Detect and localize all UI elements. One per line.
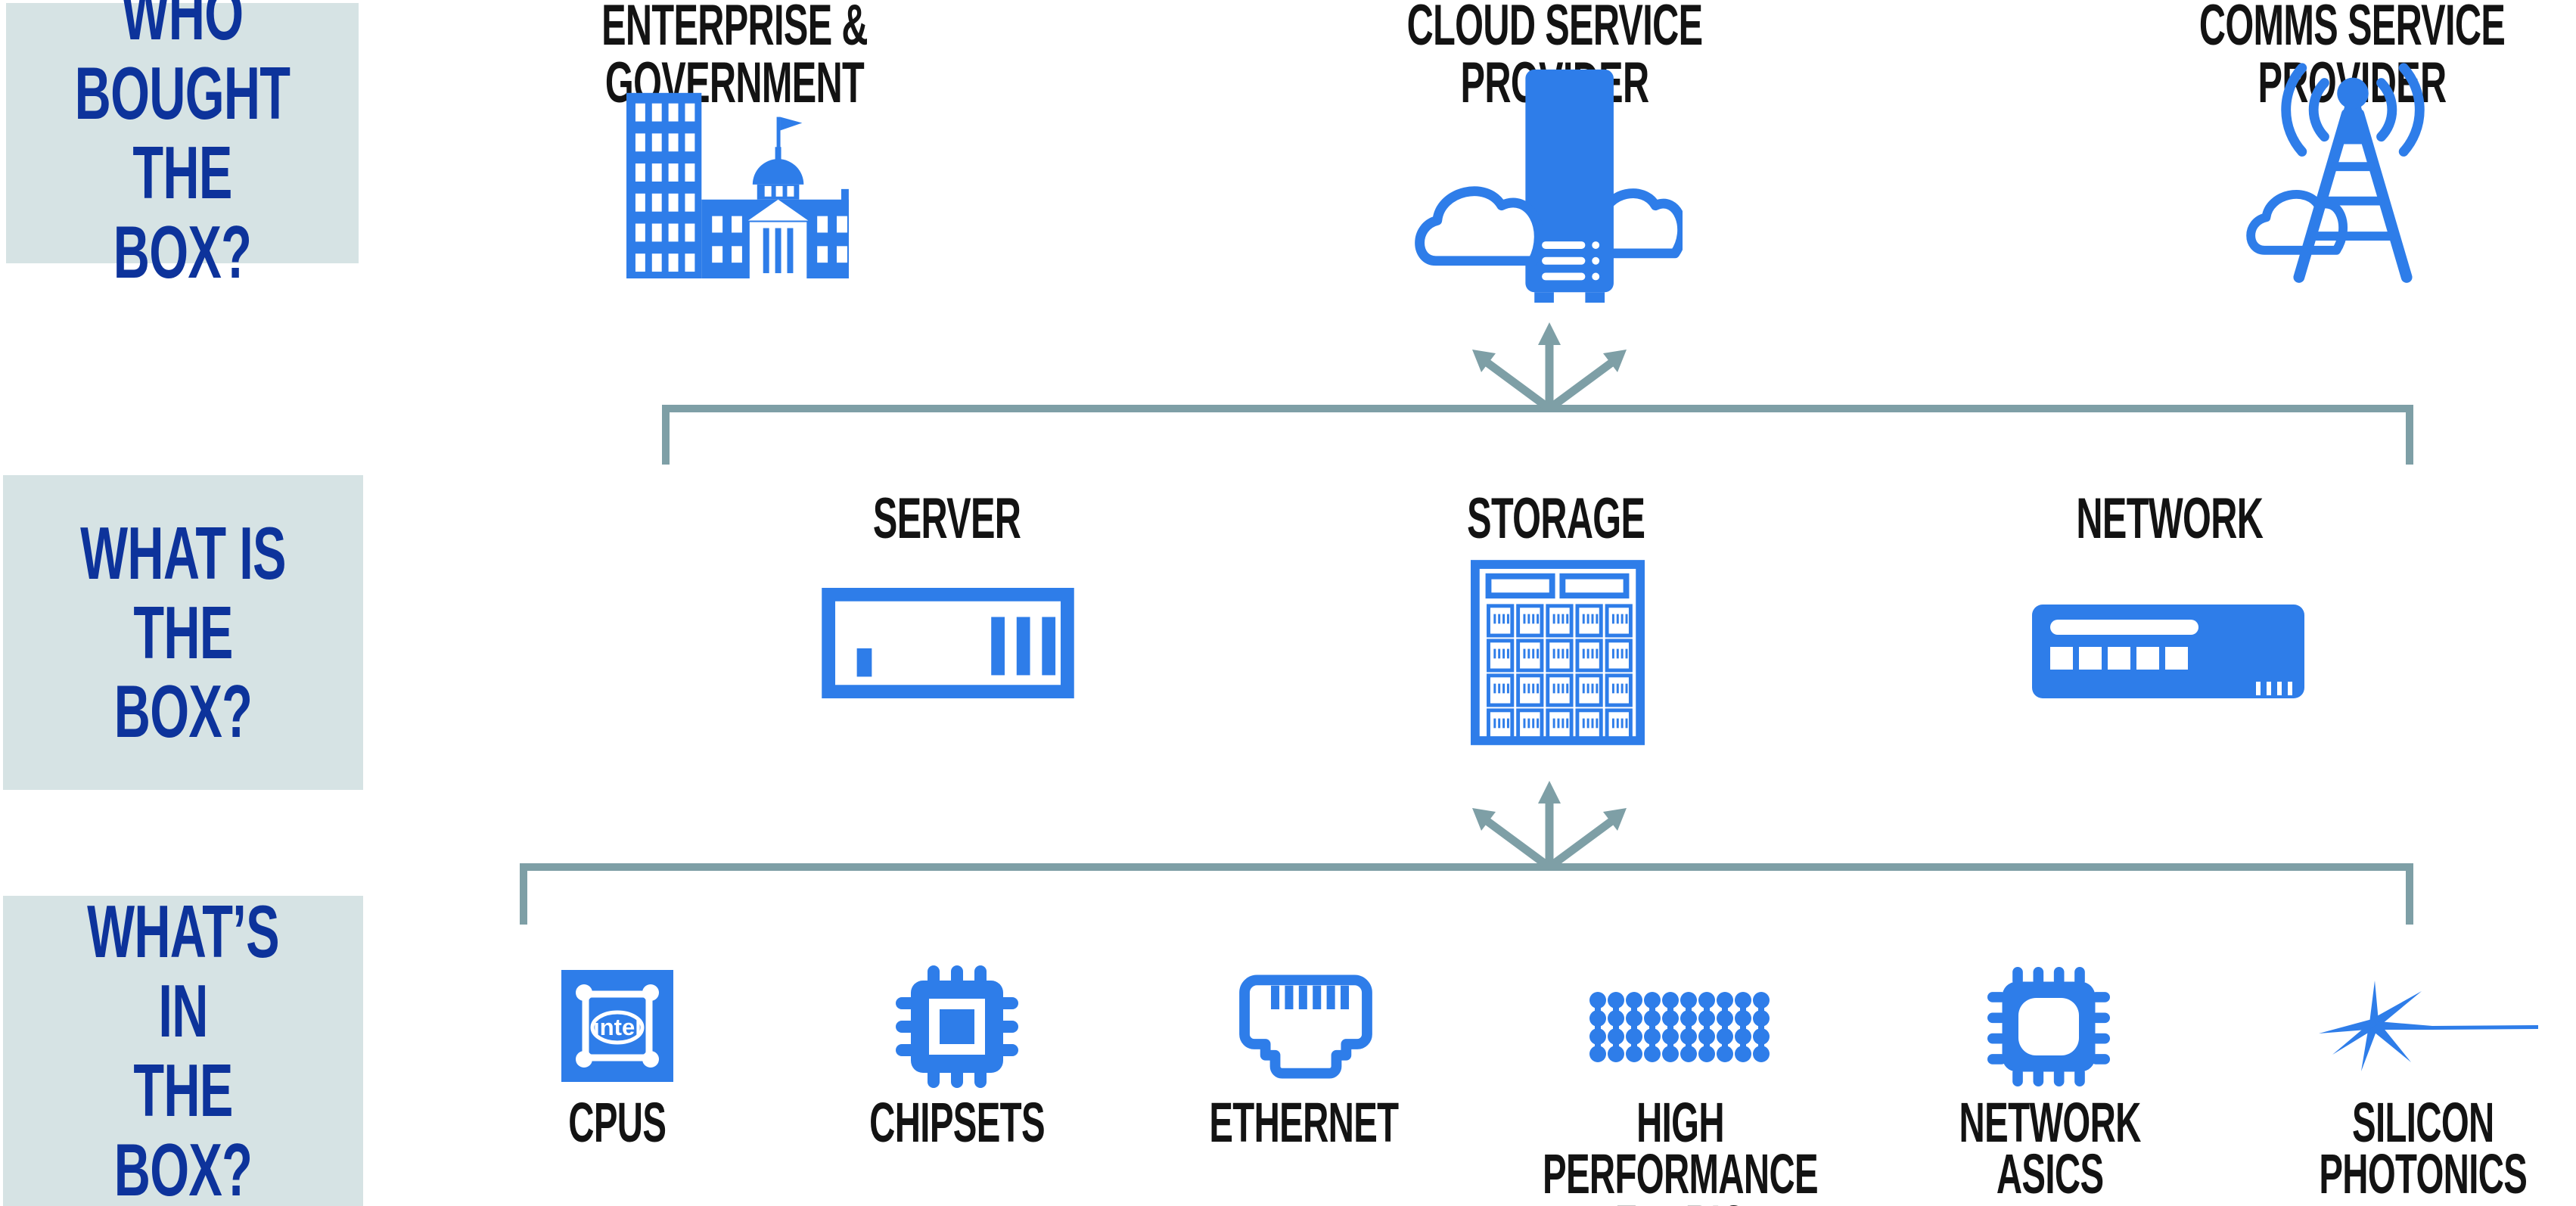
- silicon-photonics-icon: [2319, 981, 2538, 1071]
- bracket-lower: [520, 863, 2413, 925]
- box-heading-label: NETWORK: [2076, 486, 2264, 551]
- network-asic-icon: [1987, 966, 2110, 1087]
- ethernet-port-icon: [1239, 974, 1372, 1079]
- box-heading-server: SERVER: [720, 490, 1174, 548]
- question-box-what-is: WHAT IS THE BOX?: [3, 475, 363, 790]
- intel-cpu-icon: intel: [561, 970, 673, 1082]
- component-label-chipsets: CHIPSETS: [869, 1091, 1045, 1154]
- box-heading-storage: STORAGE: [1329, 490, 1783, 548]
- server-rack-icon: [822, 587, 1074, 699]
- question-box-who-bought: WHO BOUGHT THE BOX?: [6, 0, 359, 291]
- chipset-icon: [896, 965, 1018, 1088]
- component-label-ethernet: ETHERNET: [1208, 1091, 1399, 1154]
- bracket-upper: [662, 405, 2413, 465]
- component-label-high-performance-fabric: HIGH PERFORMANCE FABRIC: [1543, 1091, 1819, 1206]
- building-government-icon: [626, 92, 849, 278]
- question-label-who-bought: WHO BOUGHT THE BOX?: [74, 0, 291, 294]
- question-box-whats-in: WHAT’S IN THE BOX?: [3, 892, 363, 1206]
- radio-tower-icon: [2246, 63, 2425, 283]
- box-heading-label: STORAGE: [1467, 486, 1645, 551]
- arrow-fan-lower: [1472, 781, 1627, 867]
- intel-logo-text: intel: [593, 1014, 642, 1040]
- box-heading-network: NETWORK: [1943, 490, 2397, 548]
- storage-array-icon: [1471, 560, 1645, 745]
- component-label-cpus: CPUS: [568, 1091, 667, 1154]
- component-label-silicon-photonics: SILICON PHOTONICS: [2319, 1091, 2528, 1206]
- question-label-whats-in: WHAT’S IN THE BOX?: [87, 890, 279, 1206]
- question-label-what-is: WHAT IS THE BOX?: [80, 511, 286, 754]
- network-switch-icon: [2032, 605, 2304, 698]
- cloud-server-icon: [1415, 69, 1683, 303]
- arrow-fan-upper: [1472, 322, 1627, 412]
- box-heading-label: SERVER: [873, 486, 1021, 551]
- component-label-network-asics: NETWORK ASICS: [1959, 1091, 2142, 1206]
- fabric-lattice-icon: [1589, 992, 1770, 1062]
